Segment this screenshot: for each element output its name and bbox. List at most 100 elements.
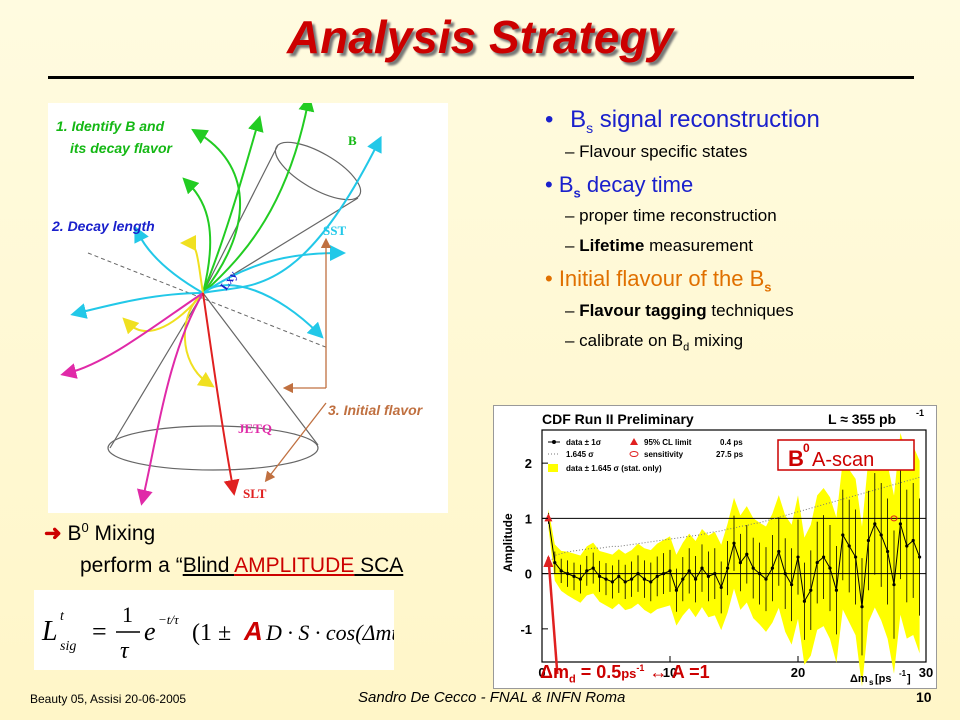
data-point: [809, 588, 813, 592]
data-point: [905, 544, 909, 548]
label-decay-length: 2. Decay length: [51, 218, 155, 234]
bullet-initial-flavour: • Initial flavour of the Bs: [545, 266, 955, 294]
legend-95cl: 95% CL limit: [644, 438, 692, 447]
data-point: [751, 566, 755, 570]
plot-ylabel: Amplitude: [501, 513, 515, 572]
formula-rest: D · S · cos(Δmt)): [265, 620, 394, 645]
sub-tagging-dash: –: [565, 300, 580, 320]
mixing-line2-scan: SCA: [354, 554, 404, 577]
plot-frame: [541, 429, 927, 663]
dm-eq: = 0.5: [575, 662, 622, 682]
mixing-line2-amplitude: AMPLITUDE: [234, 554, 355, 577]
xtick-label: 30: [919, 665, 933, 680]
data-point: [566, 572, 570, 576]
page-number: 10: [916, 689, 932, 705]
data-point: [578, 577, 582, 581]
plot-header-right-sup: -1: [916, 408, 924, 418]
label-b: B: [348, 133, 357, 148]
data-point: [674, 588, 678, 592]
label-sst: SST: [323, 223, 346, 238]
formula-lhs-sub: sig: [60, 639, 76, 654]
green-tracks: [182, 103, 315, 294]
data-point: [642, 577, 646, 581]
decay-diagram-svg: 1. Identify B and its decay flavor 2. De…: [51, 103, 424, 506]
formula-num: 1: [122, 602, 133, 627]
data-point: [764, 577, 768, 581]
data-point: [617, 574, 621, 578]
data-point: [815, 560, 819, 565]
lower-cone: [107, 292, 319, 471]
orange-arrows: [264, 237, 332, 483]
label-identify-1: 1. Identify B and: [56, 118, 165, 134]
mixing-sup: 0: [81, 520, 89, 535]
sub-lifetime: – Lifetime measurement: [565, 236, 955, 256]
mixing-line-2: perform a “Blind AMPLITUDE SCA: [80, 554, 403, 578]
data-point: [745, 552, 749, 556]
sub-lifetime-dash: –: [565, 236, 580, 256]
sub-lifetime-bold: Lifetime: [579, 236, 645, 256]
plot-xlabel-unit-sup: -1: [899, 669, 907, 678]
title-divider: [48, 76, 914, 79]
data-point: [585, 569, 589, 573]
legend-1645: 1.645 σ: [566, 450, 594, 459]
ytick-label: 0: [525, 567, 532, 582]
data-point: [841, 533, 845, 537]
data-point: [892, 583, 896, 587]
formula-lhs: L: [41, 616, 58, 647]
xtick-label: 10: [663, 665, 677, 680]
bullet-marker: •: [545, 106, 554, 133]
ytick-label: -1: [520, 622, 532, 637]
plot-legend: data ± 1σ 95% CL limit 0.4 ps 1.645 σ se…: [548, 438, 744, 473]
formula-eq: =: [92, 617, 107, 646]
data-point: [918, 555, 922, 559]
dm-unit-sup: -1: [636, 663, 645, 673]
data-point: [610, 580, 614, 584]
formula-exp: e: [144, 617, 156, 646]
sub-calibrate-rest: mixing: [689, 330, 744, 350]
data-point: [796, 555, 800, 559]
data-point: [630, 577, 634, 581]
dm-rest: ↔ A =1: [644, 662, 710, 682]
data-point: [662, 572, 666, 576]
cyan-tracks: [70, 135, 382, 339]
plot-header-right: L ≈ 355 pb: [828, 411, 896, 427]
dm-sub: d: [568, 673, 576, 686]
data-point: [655, 574, 659, 578]
data-point: [649, 580, 653, 584]
ytick-label: 2: [525, 456, 532, 471]
badge-main: B: [788, 446, 804, 471]
data-point: [860, 605, 864, 609]
slide-title: Analysis Strategy: [286, 11, 674, 63]
dm-unit: ps: [621, 666, 637, 681]
sub-proper-time: – proper time reconstruction: [565, 206, 777, 226]
b0-ascan-badge: [777, 439, 915, 471]
badge-sup: 0: [803, 441, 810, 455]
data-point: [873, 522, 877, 526]
footer-author: Sandro De Cecco - FNAL & INFN Roma: [358, 689, 626, 706]
plot-xlabel-unit: [ps: [875, 673, 892, 685]
label-jetq: JETQ: [238, 421, 272, 436]
beam-line: [87, 252, 329, 349]
plot-header-left: CDF Run II Preliminary: [542, 411, 694, 427]
plot-xlabel-sub: s: [869, 678, 874, 687]
formula-svg: L t sig = 1 τ e −t/τ (1 ± A D · S · cos(…: [41, 602, 412, 664]
formula-den: τ: [120, 638, 130, 664]
likelihood-formula: L t sig = 1 τ e −t/τ (1 ± A D · S · cos(…: [34, 590, 412, 670]
legend-04ps: 0.4 ps: [720, 438, 743, 447]
data-point: [681, 577, 685, 581]
data-point: [777, 549, 781, 554]
sensitivity-marker: [890, 515, 898, 522]
bullet-bs-decay: • Bs decay time: [545, 172, 955, 200]
sub-flavour-specific: – Flavour specific states: [565, 141, 748, 161]
data-point: [822, 555, 826, 559]
bullet-flavour-text: • Initial flavour of the B: [545, 266, 765, 292]
formula-open: (1 ±: [192, 620, 231, 646]
data-point: [598, 574, 602, 578]
delta-md-label: Δmd = 0.5ps-1 ↔ A =1: [540, 662, 710, 686]
sub-tagging-bold: Flavour tagging: [579, 300, 707, 320]
plot-xlabel-close: ]: [907, 673, 911, 685]
data-point: [854, 555, 858, 559]
data-point: [834, 588, 838, 592]
legend-275ps: 27.5 ps: [716, 450, 744, 459]
